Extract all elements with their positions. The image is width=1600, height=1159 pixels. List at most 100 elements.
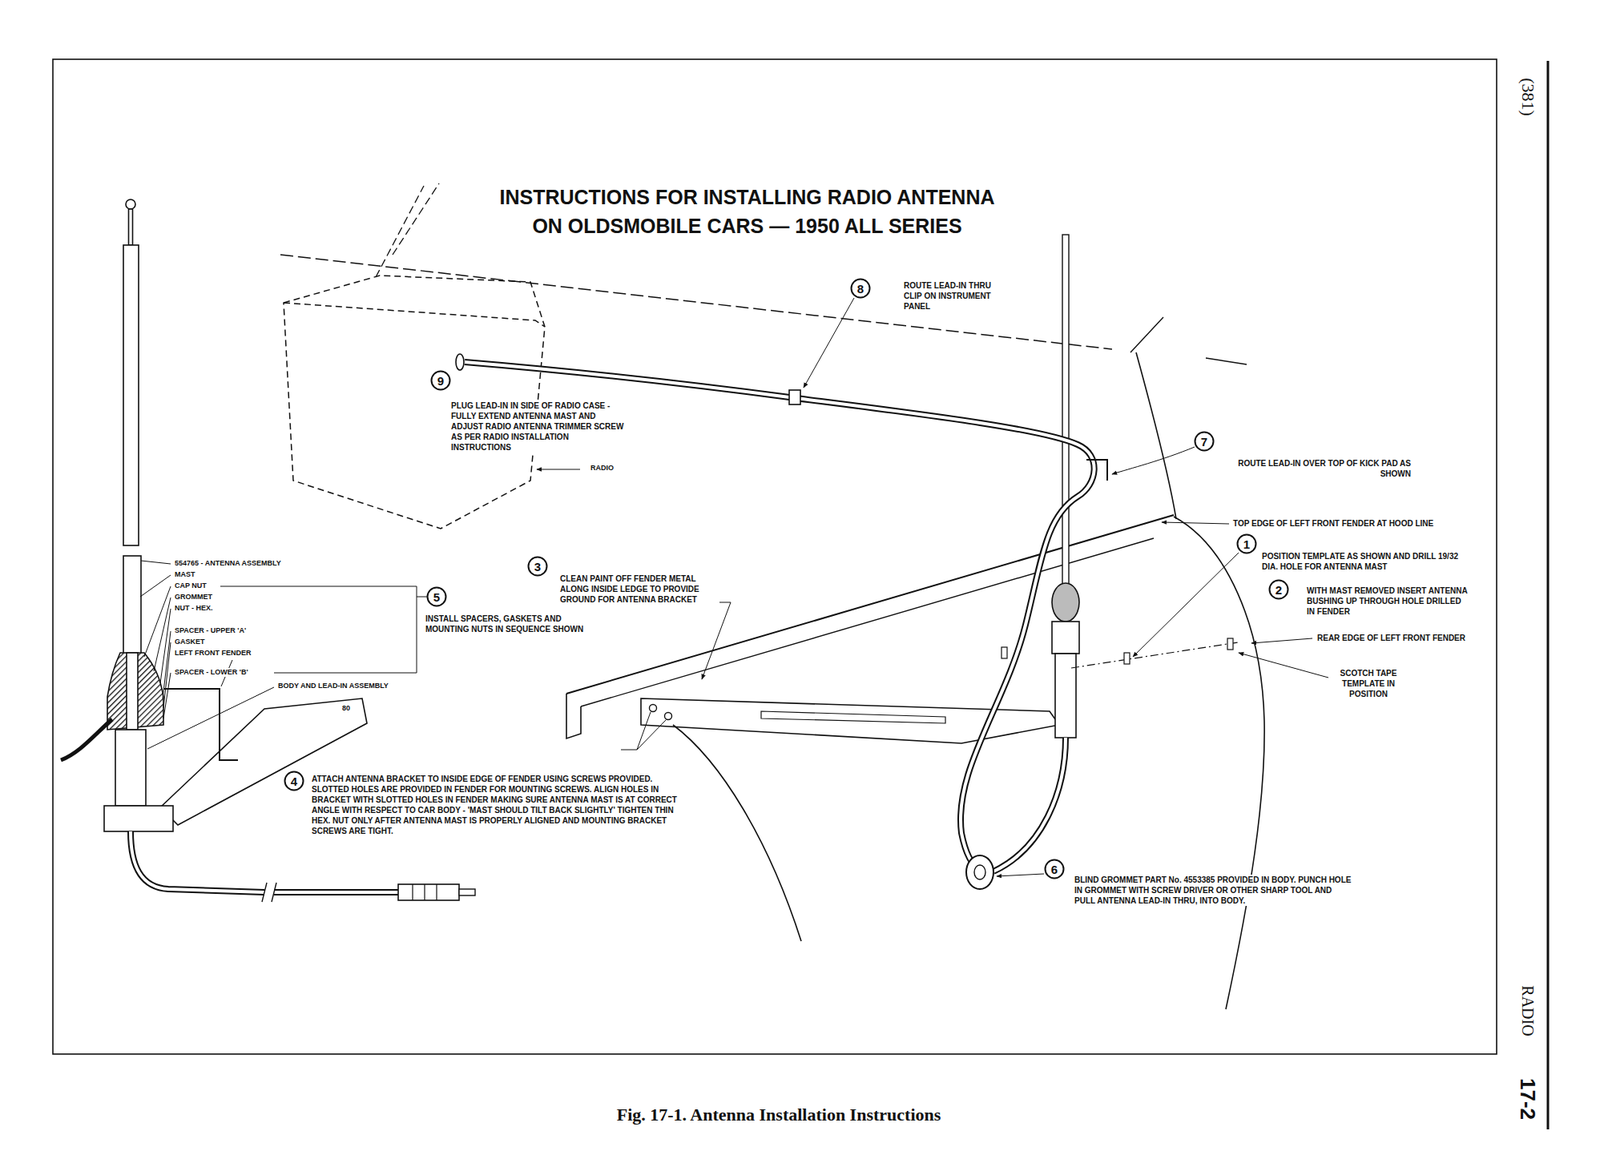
page-number: (381) <box>1519 75 1537 119</box>
scotch-tape <box>1124 652 1130 665</box>
section-label: RADIO <box>1519 983 1536 1039</box>
leader-line <box>1132 552 1239 657</box>
figure-code: 17-2 <box>1517 1076 1539 1123</box>
callout-number: 2 <box>1275 584 1282 597</box>
part-label: TOP EDGE OF LEFT FRONT FENDER AT HOOD LI… <box>1232 518 1435 529</box>
figure-caption: Fig. 17-1. Antenna Installation Instruct… <box>538 1104 1020 1128</box>
antenna-body <box>1055 653 1077 738</box>
cap-nut <box>1051 583 1080 622</box>
lead-in-cable <box>274 889 399 896</box>
ground-wire <box>60 719 113 761</box>
antenna-mast <box>1062 234 1069 588</box>
instruction-note: WITH MAST REMOVED INSERT ANTENNA BUSHING… <box>1305 585 1472 617</box>
callout-ring <box>528 557 548 577</box>
part-label: SPACER - UPPER 'A' <box>173 626 247 636</box>
part-label: BODY AND LEAD-IN ASSEMBLY <box>277 681 390 691</box>
leader-line <box>996 874 1044 877</box>
leader-line <box>620 712 666 750</box>
part-label: SCOTCH TAPE TEMPLATE IN POSITION <box>1331 668 1406 700</box>
fender-section <box>163 689 238 761</box>
mast-rod <box>128 209 133 246</box>
leader-line <box>140 575 171 597</box>
leader-line <box>163 673 171 719</box>
lead-in-cable-core <box>130 831 265 893</box>
instruction-note: INSTALL SPACERS, GASKETS AND MOUNTING NU… <box>424 613 587 635</box>
callout-ring <box>285 772 304 791</box>
callout-number: 6 <box>1051 863 1058 876</box>
callout-ring <box>1195 432 1214 452</box>
bracket-slot <box>761 711 946 724</box>
lead-in-plug <box>455 354 464 371</box>
callout-number: 9 <box>437 374 444 387</box>
leader-line <box>162 631 171 699</box>
instrument-panel-line <box>280 254 1113 350</box>
mounting-screw <box>664 713 673 721</box>
leader-lines <box>140 560 428 750</box>
fender-lip <box>566 693 581 739</box>
instruction-note: CLEAN PAINT OFF FENDER METAL ALONG INSID… <box>559 573 718 605</box>
callout-circle: 8 <box>850 278 871 299</box>
lead-in-plug <box>398 884 460 901</box>
margin-rule <box>1547 60 1550 1130</box>
grommet-hole <box>974 865 986 880</box>
callout-circle: 9 <box>430 370 452 391</box>
sequence-bracket <box>220 586 428 674</box>
kick-pad-clip <box>1086 459 1108 481</box>
plug-pin <box>459 889 476 896</box>
part-label: GASKET <box>173 637 206 647</box>
mast-core <box>126 652 138 730</box>
plug-rib <box>412 884 437 901</box>
windshield-pillar <box>375 183 440 278</box>
break-mark <box>261 882 277 903</box>
instruction-note: BLIND GROMMET PART No. 4553385 PROVIDED … <box>1073 874 1356 907</box>
instruction-note: ROUTE LEAD-IN THRU CLIP ON INSTRUMENT PA… <box>902 280 1012 312</box>
callout-ring <box>1045 860 1064 879</box>
callout-circle: 7 <box>1193 431 1215 452</box>
lead-in-cable-core <box>274 890 399 895</box>
instruction-note: POSITION TEMPLATE AS SHOWN AND DRILL 19/… <box>1261 551 1468 573</box>
leader-line <box>701 602 731 680</box>
callout-circle: 4 <box>283 770 305 792</box>
lead-in-cable <box>130 831 265 893</box>
antenna-assembly <box>104 199 367 832</box>
leader-line <box>153 597 171 672</box>
scotch-tape <box>1227 638 1234 650</box>
leader-line <box>536 469 581 471</box>
mast-tube <box>123 245 139 546</box>
leader-line <box>141 560 171 565</box>
leader-line <box>1251 638 1313 644</box>
callout-circle: 5 <box>426 586 448 608</box>
callout-ring <box>1269 580 1289 600</box>
dimension: 80 <box>341 704 351 714</box>
leader-line <box>1112 447 1195 475</box>
antenna-base <box>104 806 174 832</box>
antenna-body <box>1051 621 1080 654</box>
part-label: GROMMET <box>173 592 214 602</box>
title: INSTRUCTIONS FOR INSTALLING RADIO ANTENN… <box>488 182 1006 242</box>
mast-tube <box>123 556 142 657</box>
callout-circle: 2 <box>1268 579 1290 601</box>
antenna-body <box>115 729 146 807</box>
callout-number: 1 <box>1243 538 1250 551</box>
part-label: RADIO <box>589 463 615 473</box>
leader-line <box>1161 522 1230 524</box>
fender-rear-edge <box>1173 516 1265 1010</box>
callout-circle: 6 <box>1043 858 1065 880</box>
scotch-tape <box>1001 647 1008 659</box>
instruction-note: ROUTE LEAD-IN OVER TOP OF KICK PAD AS SH… <box>1219 458 1412 480</box>
panel-clip <box>789 390 801 405</box>
body-line <box>1130 317 1247 365</box>
part-label: 554765 - ANTENNA ASSEMBLY <box>173 559 283 569</box>
part-label: SPACER - LOWER 'B' <box>173 668 250 678</box>
callout-number: 5 <box>433 591 440 604</box>
leader-line <box>803 298 855 388</box>
callout-number: 4 <box>290 775 298 788</box>
lead-in-cable <box>993 737 1066 872</box>
wheel-opening <box>673 725 802 942</box>
callout-ring <box>851 279 871 299</box>
lead-in-cable-core <box>993 737 1066 872</box>
instruction-note: PLUG LEAD-IN IN SIDE OF RADIO CASE - FUL… <box>450 400 630 453</box>
leader-line <box>147 687 275 750</box>
mast-tip <box>125 199 136 210</box>
